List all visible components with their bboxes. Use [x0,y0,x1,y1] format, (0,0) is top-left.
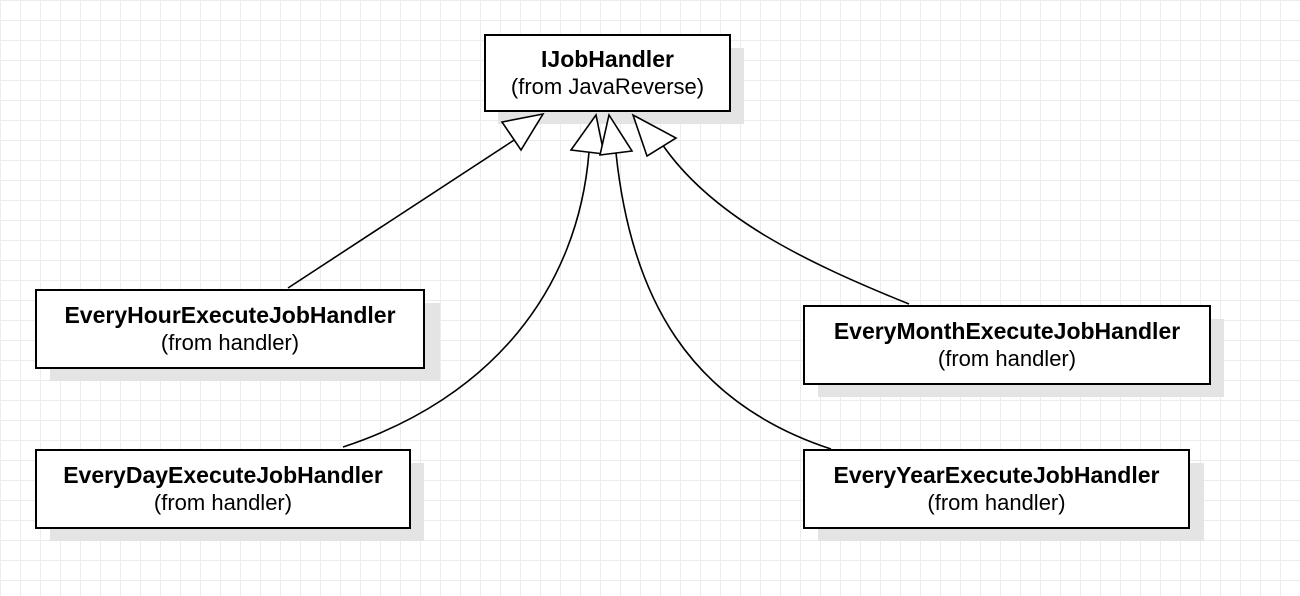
edge-year-to-ijobhandler[interactable] [615,152,832,450]
edge-hour-to-ijobhandler[interactable] [287,130,529,289]
generalization-arrowhead-hour [500,112,545,152]
generalization-arrowhead-month [631,113,678,158]
child-class-every-year[interactable]: EveryYearExecuteJobHandler (from handler… [803,449,1190,529]
child-class-every-month[interactable]: EveryMonthExecuteJobHandler (from handle… [803,305,1211,385]
child-class-every-day[interactable]: EveryDayExecuteJobHandler (from handler) [35,449,411,529]
generalization-arrowhead-year [598,112,634,156]
class-package: (from handler) [927,490,1066,515]
parent-class-ijobhandler[interactable]: IJobHandler (from JavaReverse) [484,34,731,112]
class-name: EveryYearExecuteJobHandler [833,462,1160,488]
edge-day-to-ijobhandler[interactable] [342,151,590,448]
generalization-arrowhead-day [569,113,606,155]
class-package: (from handler) [937,346,1077,371]
class-name: IJobHandler [541,46,674,72]
class-package: (from handler) [153,490,293,515]
class-name: EveryMonthExecuteJobHandler [833,318,1181,344]
child-class-every-hour[interactable]: EveryHourExecuteJobHandler (from handler… [35,289,425,369]
edge-month-to-ijobhandler[interactable] [661,143,910,305]
class-package: (from handler) [160,330,300,355]
class-package: (from JavaReverse) [510,74,705,99]
class-name: EveryDayExecuteJobHandler [63,462,383,488]
class-name: EveryHourExecuteJobHandler [64,302,396,328]
